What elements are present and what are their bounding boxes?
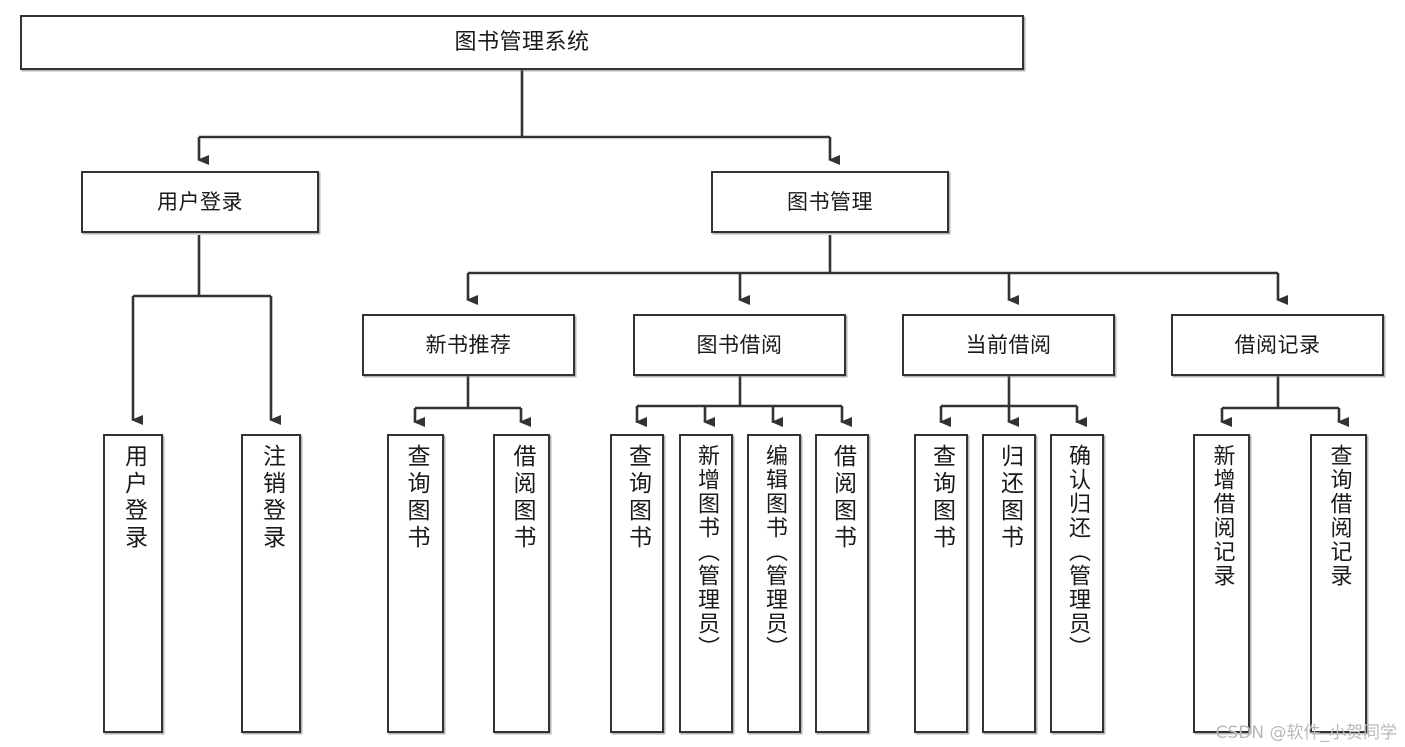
leaf-new-book-borrow[interactable]: 借阅图书 — [493, 434, 550, 733]
leaf-user-login-signout-label: 注销登录 — [258, 444, 285, 552]
leaf-user-login-signin[interactable]: 用户登录 — [103, 434, 163, 733]
leaf-book-borrow-add-label: 新增图书（管理员） — [694, 444, 719, 660]
leaf-current-borrow-confirm[interactable]: 确认归还（管理员） — [1050, 434, 1104, 733]
leaf-book-borrow-query[interactable]: 查询图书 — [610, 434, 664, 733]
node-user-login[interactable]: 用户登录 — [81, 171, 319, 233]
node-current-borrow[interactable]: 当前借阅 — [902, 314, 1115, 376]
leaf-current-borrow-confirm-label: 确认归还（管理员） — [1065, 444, 1090, 660]
leaf-book-borrow-edit-label: 编辑图书（管理员） — [762, 444, 787, 660]
leaf-borrow-record-query[interactable]: 查询借阅记录 — [1310, 434, 1367, 733]
node-current-borrow-label: 当前借阅 — [965, 332, 1052, 357]
node-book-borrow[interactable]: 图书借阅 — [633, 314, 846, 376]
leaf-borrow-record-add[interactable]: 新增借阅记录 — [1193, 434, 1250, 733]
node-book-management[interactable]: 图书管理 — [711, 171, 949, 233]
node-borrow-record-label: 借阅记录 — [1234, 332, 1321, 357]
csdn-watermark: CSDN @软件_小贺同学 — [1215, 723, 1397, 743]
node-new-book-recommend[interactable]: 新书推荐 — [362, 314, 575, 376]
node-root-label: 图书管理系统 — [454, 29, 590, 55]
leaf-user-login-signout[interactable]: 注销登录 — [241, 434, 301, 733]
leaf-current-borrow-query[interactable]: 查询图书 — [914, 434, 968, 733]
leaf-book-borrow-add[interactable]: 新增图书（管理员） — [679, 434, 733, 733]
leaf-book-borrow-borrow-label: 借阅图书 — [829, 444, 856, 552]
node-book-borrow-label: 图书借阅 — [696, 332, 783, 357]
leaf-current-borrow-query-label: 查询图书 — [928, 444, 955, 552]
leaf-borrow-record-add-label: 新增借阅记录 — [1209, 444, 1235, 588]
leaf-new-book-query[interactable]: 查询图书 — [387, 434, 444, 733]
leaf-book-borrow-edit[interactable]: 编辑图书（管理员） — [747, 434, 801, 733]
node-book-management-label: 图书管理 — [787, 189, 873, 214]
node-borrow-record[interactable]: 借阅记录 — [1171, 314, 1384, 376]
leaf-book-borrow-borrow[interactable]: 借阅图书 — [815, 434, 869, 733]
leaf-new-book-query-label: 查询图书 — [403, 444, 429, 552]
leaf-current-borrow-return[interactable]: 归还图书 — [982, 434, 1036, 733]
leaf-book-borrow-query-label: 查询图书 — [624, 444, 651, 552]
node-root[interactable]: 图书管理系统 — [20, 15, 1024, 70]
node-user-login-label: 用户登录 — [157, 189, 243, 214]
leaf-user-login-signin-label: 用户登录 — [120, 444, 147, 552]
leaf-current-borrow-return-label: 归还图书 — [996, 444, 1023, 552]
node-new-book-recommend-label: 新书推荐 — [425, 332, 512, 357]
leaf-new-book-borrow-label: 借阅图书 — [509, 444, 535, 552]
leaf-borrow-record-query-label: 查询借阅记录 — [1326, 444, 1352, 588]
